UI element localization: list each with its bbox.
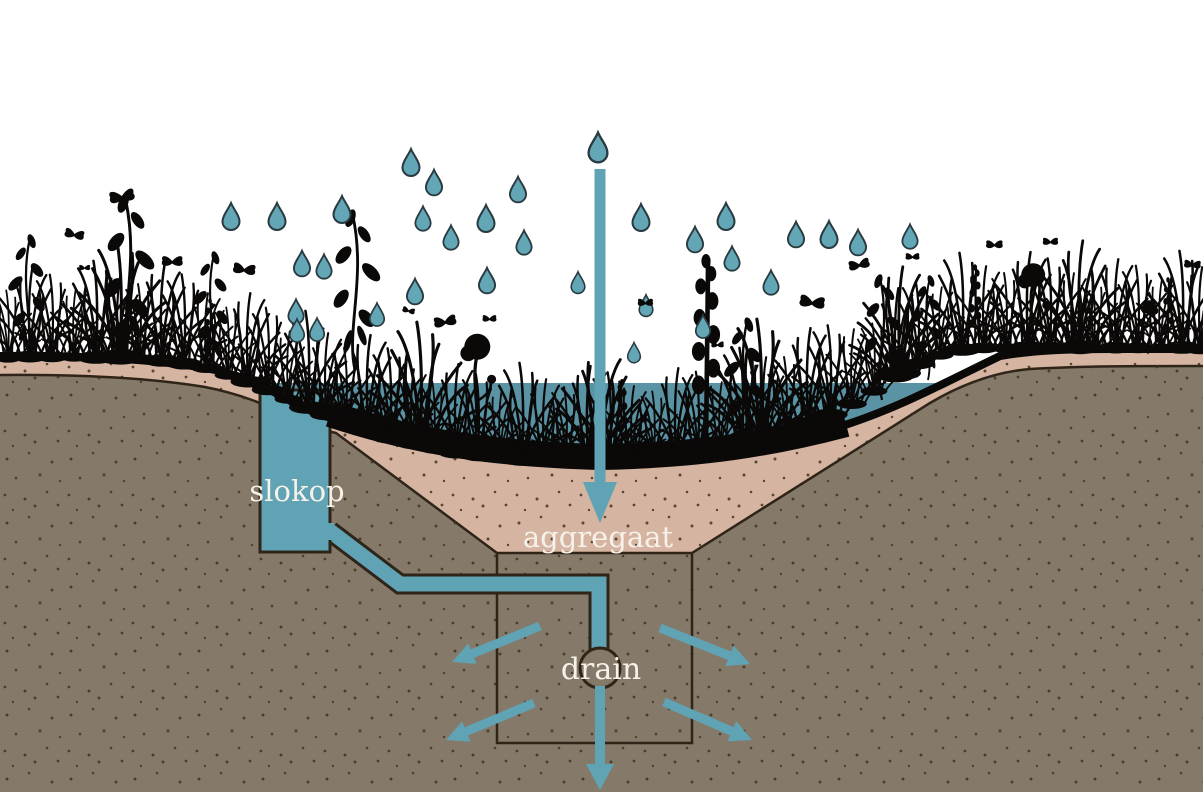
seep-arrow-shaft: [662, 697, 736, 737]
inlet-pipe: [323, 522, 610, 650]
seep-arrow-head: [727, 721, 752, 742]
seep-arrow-head: [725, 645, 750, 667]
inflow-arrow-head: [583, 482, 617, 523]
infiltration-arrows: [446, 621, 752, 742]
label-aggregate: aggregaat: [523, 520, 674, 554]
seep-arrow-head: [446, 721, 471, 742]
seep-arrow-head: [452, 643, 477, 664]
seep-arrow-shaft: [468, 621, 542, 659]
label-drain: drain: [561, 652, 641, 687]
seep-arrow-shaft: [658, 623, 734, 661]
water-flow-arrows: [583, 131, 617, 790]
outflow-arrow-head: [586, 764, 614, 790]
seep-arrow-shaft: [462, 698, 536, 737]
pipe-junction-patch: [327, 523, 334, 540]
label-inlet: slokop: [249, 474, 344, 508]
